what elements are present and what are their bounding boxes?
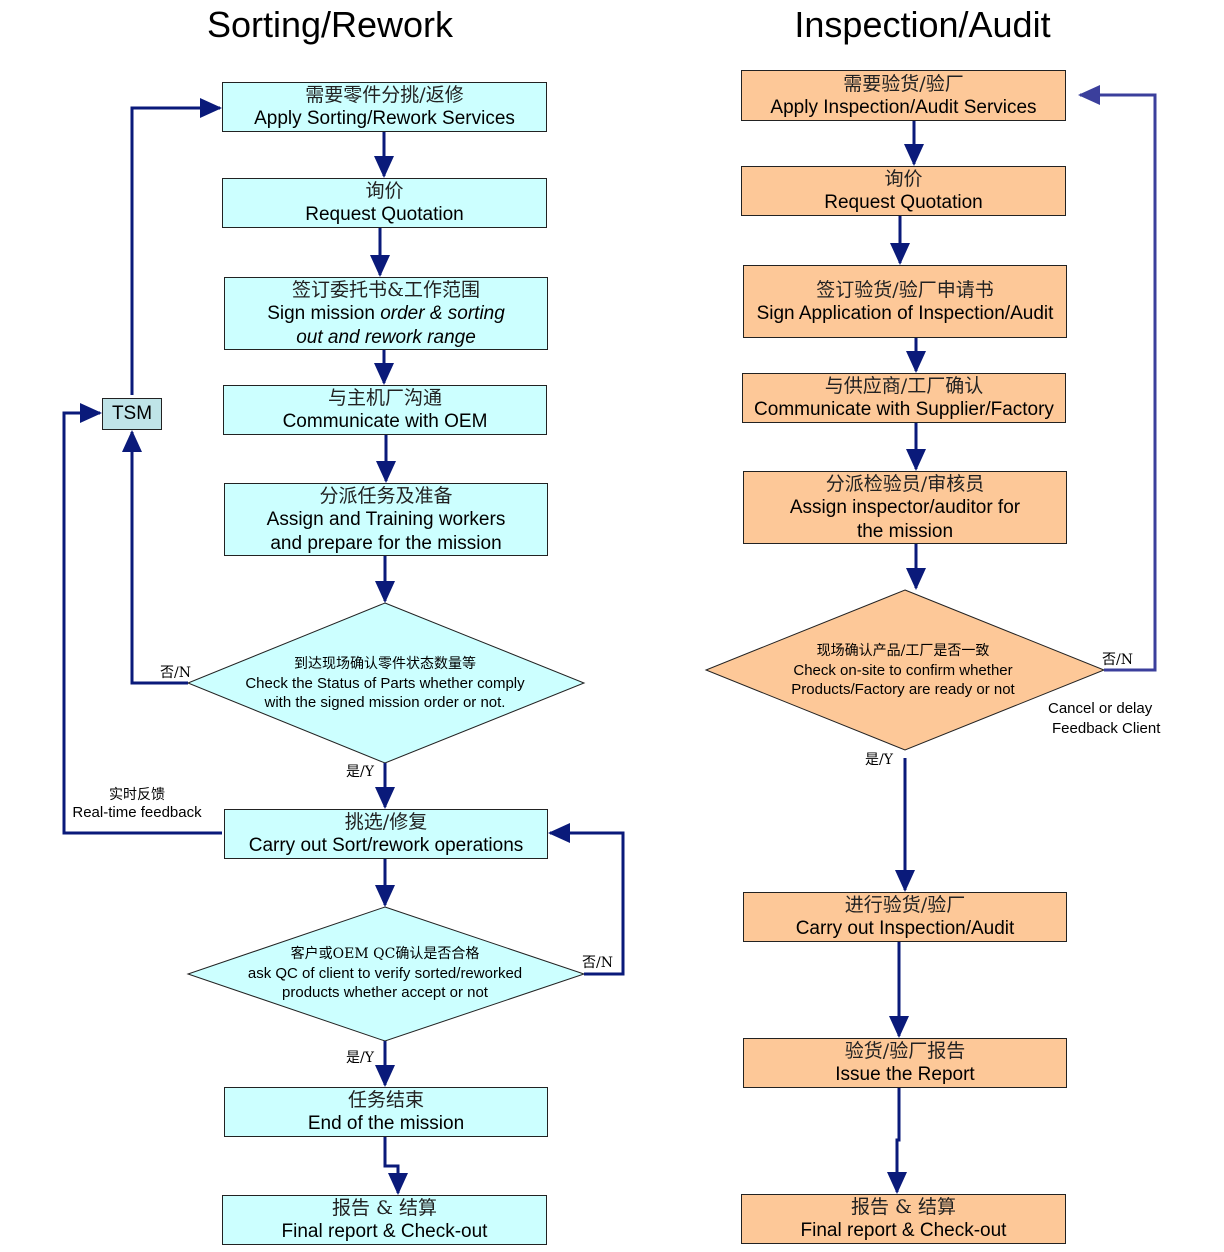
- left-oem-zh: 与主机厂沟通: [327, 387, 442, 409]
- left-end-box: 任务结束 End of the mission: [224, 1087, 548, 1137]
- left-sign-box: 签订委托书&工作范围 Sign mission order & sorting …: [224, 277, 548, 350]
- right-apply-zh: 需要验货/验厂: [843, 72, 964, 95]
- left-qc-text: 客户或OEM QC确认是否合格 ask QC of client to veri…: [218, 945, 552, 1002]
- right-report-box: 验货/验厂报告 Issue the Report: [743, 1038, 1067, 1088]
- right-apply-box: 需要验货/验厂 Apply Inspection/Audit Services: [741, 70, 1066, 121]
- right-check-diamond: [704, 589, 1106, 751]
- left-sign-zh: 签订委托书&工作范围: [292, 278, 480, 301]
- right-assign-en2: the mission: [856, 520, 954, 542]
- left-sign-en1: Sign mission order & sorting: [267, 302, 505, 326]
- left-assign-zh: 分派任务及准备: [319, 484, 453, 507]
- right-confirm-zh: 与供应商/工厂确认: [824, 375, 984, 397]
- left-yes1-text: 是/Y: [346, 764, 374, 780]
- right-quote-en: Request Quotation: [824, 192, 983, 213]
- left-apply-zh: 需要零件分挑/返修: [305, 84, 464, 106]
- left-quote-en: Request Quotation: [305, 204, 464, 225]
- right-report-en: Issue the Report: [835, 1064, 975, 1085]
- left-end-en: End of the mission: [307, 1113, 465, 1134]
- left-yes2-text: 是/Y: [346, 1050, 374, 1066]
- left-oem-en: Communicate with OEM: [282, 411, 488, 432]
- right-carry-zh: 进行验货/验厂: [844, 894, 966, 916]
- left-no1-text: 否/N: [160, 665, 191, 681]
- left-check-text: 到达现场确认零件状态数量等 Check the Status of Parts …: [218, 655, 552, 712]
- right-carry-box: 进行验货/验厂 Carry out Inspection/Audit: [743, 892, 1067, 942]
- left-check-en2: with the signed mission order or not.: [264, 694, 506, 711]
- left-sign-en2: out and rework range: [296, 326, 476, 348]
- left-check-zh: 到达现场确认零件状态数量等: [294, 656, 476, 672]
- right-title: Inspection/Audit: [794, 4, 1051, 45]
- left-carry-en: Carry out Sort/rework operations: [248, 835, 524, 856]
- right-check-zh: 现场确认产品/工厂是否一致: [816, 643, 990, 659]
- right-check-text: 现场确认产品/工厂是否一致 Check on-site to confirm w…: [736, 642, 1070, 699]
- right-final-box: 报告 & 结算 Final report & Check-out: [741, 1194, 1066, 1244]
- right-carry-en: Carry out Inspection/Audit: [795, 918, 1015, 939]
- left-sign-en1-plain: Sign mission: [267, 302, 381, 324]
- left-final-box: 报告 & 结算 Final report & Check-out: [222, 1195, 547, 1245]
- right-yes-label: 是/Y: [865, 749, 893, 769]
- right-cancel-line1: Cancel or delay: [1048, 700, 1153, 717]
- right-quote-zh: 询价: [884, 168, 923, 190]
- left-assign-en1: Assign and Training workers: [266, 508, 506, 530]
- feedback-en: Real-time feedback: [72, 804, 202, 821]
- right-report-zh: 验货/验厂报告: [844, 1040, 966, 1062]
- left-no2-label: 否/N: [582, 952, 613, 972]
- right-assign-zh: 分派检验员/审核员: [825, 472, 985, 495]
- left-end-zh: 任务结束: [347, 1089, 424, 1111]
- right-yes-text: 是/Y: [865, 752, 893, 768]
- left-qc-en1: ask QC of client to verify sorted/rework…: [247, 965, 523, 982]
- left-apply-box: 需要零件分挑/返修 Apply Sorting/Rework Services: [222, 82, 547, 132]
- right-no-label: 否/N: [1102, 649, 1133, 669]
- left-no2-text: 否/N: [582, 955, 613, 971]
- left-carry-zh: 挑选/修复: [344, 811, 428, 833]
- right-confirm-en: Communicate with Supplier/Factory: [754, 399, 1054, 420]
- left-qc-en2: products whether accept or not: [282, 984, 488, 1001]
- left-final-zh: 报告 & 结算: [332, 1197, 437, 1219]
- right-quote-box: 询价 Request Quotation: [741, 166, 1066, 216]
- right-cancel-line2: Feedback Client: [1052, 720, 1161, 737]
- left-qc-zh: 客户或OEM QC确认是否合格: [290, 946, 480, 962]
- left-no1-label: 否/N: [160, 662, 191, 682]
- left-oem-box: 与主机厂沟通 Communicate with OEM: [223, 385, 547, 435]
- right-confirm-box: 与供应商/工厂确认 Communicate with Supplier/Fact…: [742, 373, 1066, 423]
- right-sign-en: Sign Application of Inspection/Audit: [756, 302, 1054, 324]
- right-check-en1: Check on-site to confirm whether: [793, 662, 1013, 679]
- right-final-en: Final report & Check-out: [800, 1220, 1007, 1241]
- left-apply-en: Apply Sorting/Rework Services: [254, 108, 515, 129]
- right-check-en2: Products/Factory are ready or not: [791, 681, 1015, 698]
- left-yes1-label: 是/Y: [346, 761, 374, 781]
- left-assign-box: 分派任务及准备 Assign and Training workers and …: [224, 483, 548, 556]
- left-sign-en1-italic: order & sorting: [380, 302, 505, 324]
- feedback-zh: 实时反馈: [109, 787, 165, 803]
- right-assign-en1: Assign inspector/auditor for: [789, 496, 1021, 518]
- tsm-box: TSM: [102, 398, 162, 430]
- left-final-en: Final report & Check-out: [281, 1221, 488, 1242]
- left-quote-zh: 询价: [365, 180, 404, 202]
- right-cancel-label: Cancel or delay Feedback Client: [1048, 699, 1160, 739]
- left-carry-box: 挑选/修复 Carry out Sort/rework operations: [224, 809, 548, 859]
- left-check-en1: Check the Status of Parts whether comply: [245, 675, 525, 692]
- left-yes2-label: 是/Y: [346, 1047, 374, 1067]
- right-final-zh: 报告 & 结算: [851, 1196, 956, 1218]
- left-quote-box: 询价 Request Quotation: [222, 178, 547, 228]
- left-assign-en2: and prepare for the mission: [270, 532, 502, 554]
- right-assign-box: 分派检验员/审核员 Assign inspector/auditor for t…: [743, 471, 1067, 544]
- right-sign-zh: 签订验货/验厂申请书: [816, 278, 994, 301]
- right-no-text: 否/N: [1102, 652, 1133, 668]
- right-apply-en: Apply Inspection/Audit Services: [770, 96, 1037, 118]
- right-sign-box: 签订验货/验厂申请书 Sign Application of Inspectio…: [743, 265, 1067, 338]
- feedback-label: 实时反馈 Real-time feedback: [66, 786, 208, 822]
- left-title: Sorting/Rework: [206, 4, 454, 45]
